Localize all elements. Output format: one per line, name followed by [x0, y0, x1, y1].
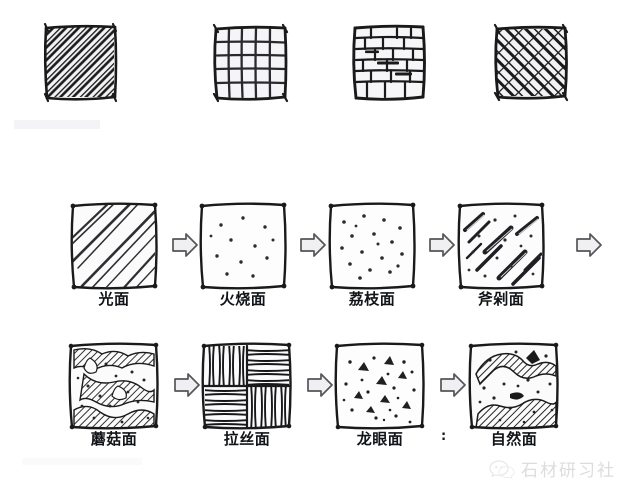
arrow-right-b3	[439, 371, 467, 399]
finish-bushhammered-tile	[326, 200, 418, 292]
finish-chiseled-label: 斧剁面	[477, 290, 525, 308]
finish-flamed-tile	[197, 200, 289, 292]
finish-natural-tile	[466, 340, 562, 432]
tile-square-grid	[209, 22, 291, 104]
finish-longan-label: 龙眼面	[356, 430, 404, 448]
wechat-bubble-icon	[489, 459, 515, 479]
arrow-right-b2	[306, 371, 334, 399]
finish-natural-label: 自然面	[490, 430, 538, 448]
arrow-right-m3	[428, 231, 456, 259]
tile-diagonal-mesh	[40, 22, 120, 104]
arrow-right-m1	[171, 231, 199, 259]
finish-polished-tile	[68, 200, 160, 292]
arrow-right-b1	[173, 371, 201, 399]
tile-basket-weave	[489, 22, 573, 104]
watermark-bottom-right: 石材研习社	[489, 456, 616, 481]
tile-ashlar-masonry	[349, 22, 429, 104]
arrow-right-m2	[299, 231, 327, 259]
finish-bushhammered-label: 荔枝面	[348, 290, 396, 308]
finish-longan-tile	[332, 340, 428, 432]
watermark-bottom-left	[22, 458, 142, 465]
watermark-top-left	[14, 120, 100, 129]
watermark-text: 石材研习社	[521, 461, 616, 481]
finish-polished-label: 光面	[98, 290, 130, 308]
arrow-right-m4	[575, 231, 603, 259]
finish-flamed-label: 火烧面	[219, 290, 267, 308]
finish-mushroom-label: 蘑菇面	[90, 430, 138, 448]
finish-brushed-label: 拉丝面	[223, 430, 271, 448]
finish-brushed-tile	[199, 340, 295, 432]
finish-chiseled-tile	[455, 200, 547, 292]
finish-mushroom-tile	[66, 340, 162, 432]
bottom-row-separator: :	[441, 429, 447, 444]
